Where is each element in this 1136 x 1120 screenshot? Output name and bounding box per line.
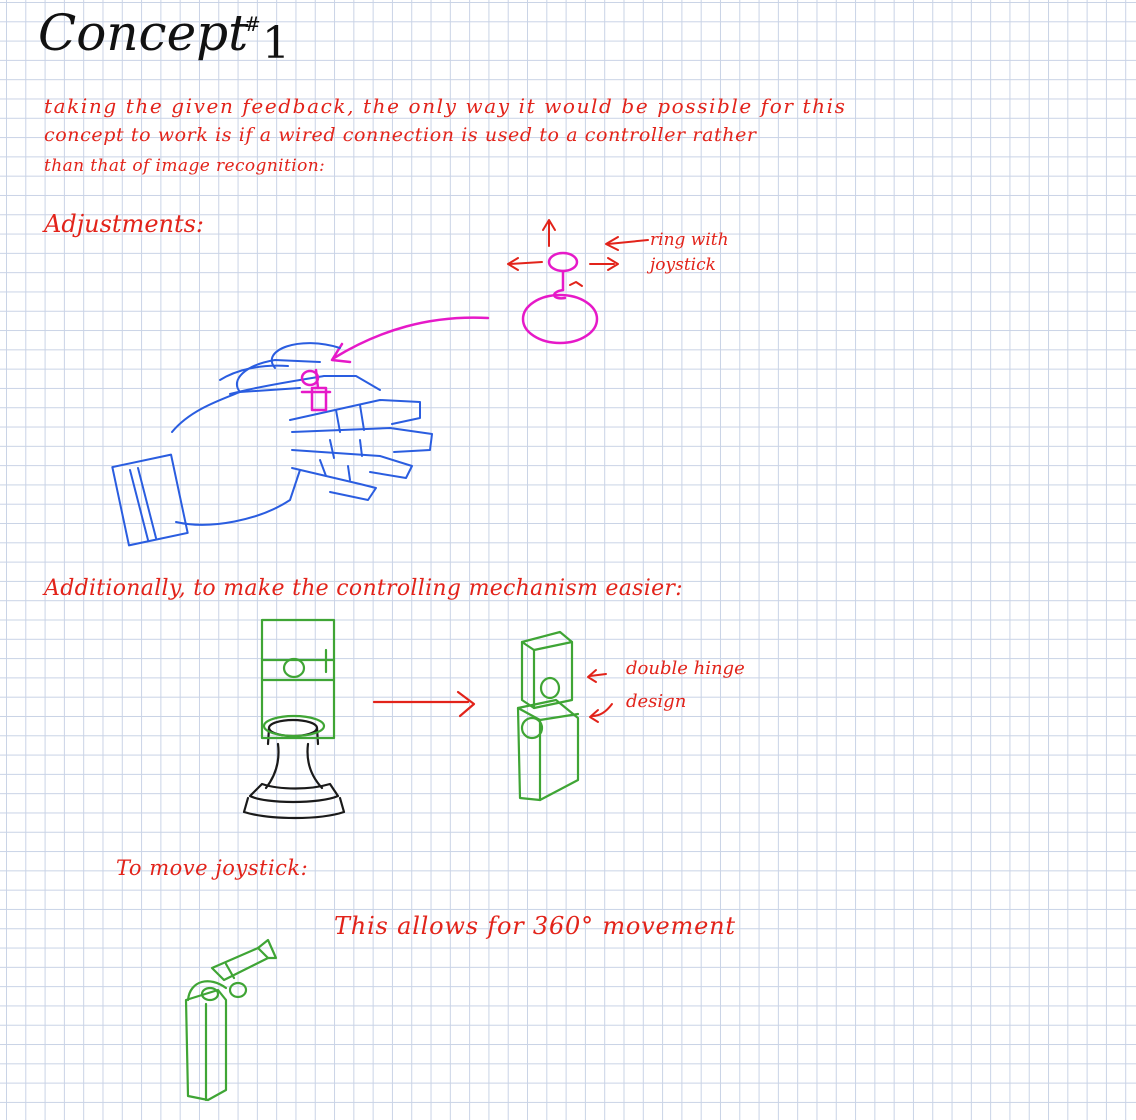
intro-line-1: taking the given feedback, the only way … [44,94,847,118]
pointer-arrow-icon [330,316,490,364]
controller-box-sketch-icon [260,618,336,740]
direction-arrows-icon [507,219,649,287]
intro-line-2: concept to work is if a wired connection… [44,124,757,146]
page-title-hash: # [244,12,261,36]
double-hinge-sketch-icon [516,630,580,802]
transition-arrow-icon [372,690,476,718]
hinge-pointer-icon [587,669,613,723]
movement-note: This allows for 360° movement [334,912,736,940]
ring-joystick-sketch-icon [521,251,599,345]
hinge-note: double hinge design [626,658,745,713]
ring-note: ring with joystick [650,230,729,275]
page-title: Concept [38,4,249,62]
hand-with-ring-sketch-icon [111,342,433,547]
angled-hinge-sketch-icon [184,938,278,1102]
page-title-number: 1 [262,18,290,69]
move-joystick-heading: To move joystick: [116,856,309,880]
joystick-base-sketch-icon [242,718,346,820]
ring-on-finger-icon [300,368,332,412]
adjustments-heading: Adjustments: [44,210,205,238]
intro-line-3: than that of image recognition: [44,156,326,176]
additionally-heading: Additionally, to make the controlling me… [44,576,683,601]
